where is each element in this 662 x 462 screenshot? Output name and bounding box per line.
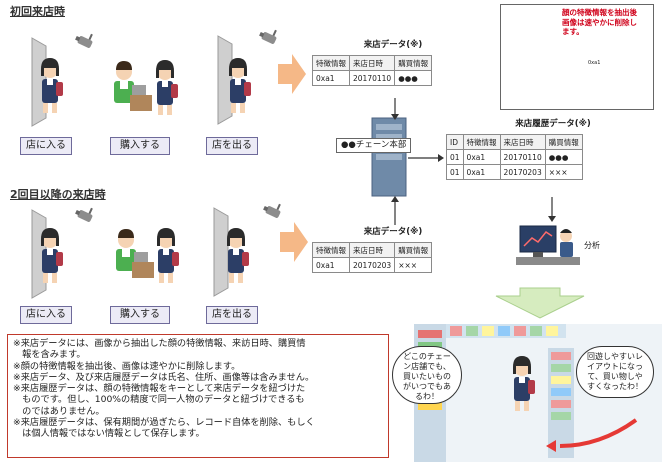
step-enter-store: 店に入る xyxy=(20,306,72,324)
door-icon xyxy=(213,207,229,297)
table-header: 来店日時 xyxy=(499,134,546,150)
shopper-icon xyxy=(157,228,179,283)
visit-data-table: 特徴情報 来店日時 購買情報 0xa1 20170110 ●●● xyxy=(312,55,433,86)
analyst-icon xyxy=(560,229,573,257)
table-row: 01 0xa1 20170203 ××× xyxy=(446,164,583,180)
table-cell: 01 xyxy=(446,164,464,180)
arrow-right-icon xyxy=(278,54,306,94)
table-header: 購買情報 xyxy=(394,242,433,258)
table-header: 特徴情報 xyxy=(312,55,350,71)
table-header: 特徴情報 xyxy=(462,134,501,150)
table-row: 0xa1 20170203 ××× xyxy=(312,257,433,273)
history-data-title: 来店履歴データ(※) xyxy=(515,119,591,129)
register-icon xyxy=(132,252,154,278)
note-line: は個人情報ではない情報として保存します。 xyxy=(13,428,205,440)
camera-icon xyxy=(73,27,97,50)
shopper-icon xyxy=(41,58,63,113)
table-cell: 20170203 xyxy=(348,257,396,273)
table-cell: 0xa1 xyxy=(312,257,350,273)
table-cell: 0xa1 xyxy=(462,149,501,165)
speech-balloon-left: どこのチェー ン店舗でも、 買いたいもの がいつでもあ るわ！ xyxy=(392,346,462,404)
callout-box xyxy=(500,4,654,110)
step-enter-store: 店に入る xyxy=(20,137,72,155)
step-exit-store: 店を出る xyxy=(206,137,258,155)
table-header: 購買情報 xyxy=(394,55,433,71)
table-cell: ××× xyxy=(544,164,583,180)
table-cell: 20170110 xyxy=(348,70,396,86)
table-cell: 0xa1 xyxy=(312,70,350,86)
note-line: ※来店データには、画像から抽出した顔の特徴情報、来訪日時、購買情 xyxy=(13,338,306,349)
note-line: ものです。但し、100%の精度で同一人物のデータと紐づけできるも xyxy=(13,394,305,406)
shopper-icon xyxy=(229,58,251,113)
table-row: 01 0xa1 20170110 ●●● xyxy=(446,149,583,165)
note-line: のではありません。 xyxy=(13,405,105,417)
table-cell: ××× xyxy=(394,257,433,273)
table-cell: 20170203 xyxy=(499,164,546,180)
visit-data-title: 来店データ(※) xyxy=(363,40,423,50)
notes-box: ※来店データには、画像から抽出した顔の特徴情報、来訪日時、購買情 報を含みます。… xyxy=(7,334,389,458)
table-header: 特徴情報 xyxy=(312,242,350,258)
monitor-icon xyxy=(516,225,580,265)
section-repeat-visit-title: 2回目以降の来店時 xyxy=(10,188,106,201)
note-line: ※来店データ、及び来店履歴データは氏名、住所、画像等は含みません。 xyxy=(13,371,315,383)
table-header: 来店日時 xyxy=(348,55,396,71)
table-cell: ●●● xyxy=(394,70,433,86)
step-purchase: 購入する xyxy=(110,306,170,324)
note-line: 報を含みます。 xyxy=(13,349,86,361)
visit-data-table: 特徴情報 来店日時 購買情報 0xa1 20170203 ××× xyxy=(312,242,433,273)
shopper-icon xyxy=(41,228,63,283)
face-card-label: 0xa1 xyxy=(588,60,601,66)
analysis-label: 分析 xyxy=(584,241,600,250)
table-cell: 0xa1 xyxy=(462,164,501,180)
camera-icon xyxy=(257,23,281,46)
note-line: ※顔の特徴情報を抽出後、画像は速やかに削除します。 xyxy=(13,360,241,372)
door-icon xyxy=(217,35,233,125)
table-header: 来店日時 xyxy=(348,242,396,258)
callout-text: 顔の特徴情報を抽出後 画像は速やかに削除し ます。 xyxy=(562,8,637,36)
arrow-down-icon xyxy=(495,287,585,319)
note-line: ※来店履歴データは、顔の特徴情報をキーとして来店データを紐づけた xyxy=(13,383,306,395)
table-cell: ●●● xyxy=(544,149,583,165)
table-cell: 20170110 xyxy=(499,149,546,165)
visit-data-title: 来店データ(※) xyxy=(363,227,423,237)
step-purchase: 購入する xyxy=(110,137,170,155)
table-header: 購買情報 xyxy=(544,134,583,150)
register-icon xyxy=(130,85,152,111)
table-header: ID xyxy=(446,134,464,150)
section-first-visit-title: 初回来店時 xyxy=(10,5,65,18)
shopper-icon xyxy=(156,60,178,115)
note-line: ※来店履歴データは、保有期間が過ぎたら、レコード自体を削除、もしく xyxy=(13,417,315,429)
shopper-icon xyxy=(227,228,249,283)
server-icon xyxy=(371,117,407,197)
camera-icon xyxy=(261,197,285,220)
table-cell: 01 xyxy=(446,149,464,165)
camera-icon xyxy=(73,201,97,224)
step-exit-store: 店を出る xyxy=(206,306,258,324)
arrow-right-icon xyxy=(280,222,308,262)
hq-label: ●●チェーン本部 xyxy=(336,138,412,153)
table-row: 0xa1 20170110 ●●● xyxy=(312,70,433,86)
history-data-table: ID 特徴情報 来店日時 購買情報 01 0xa1 20170110 ●●● 0… xyxy=(446,134,583,180)
speech-balloon-right: 回遊しやすいレ イアウトになっ て、買い物しや すくなったわ！ xyxy=(576,346,654,398)
